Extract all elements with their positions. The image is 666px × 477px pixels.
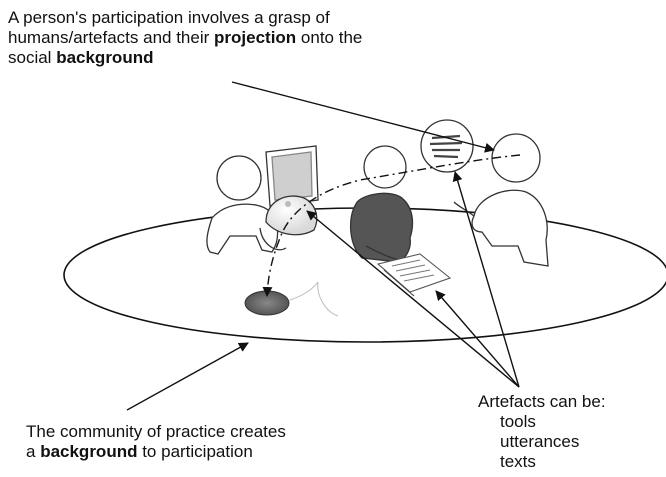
projection-path bbox=[262, 154, 521, 297]
top-caption-line2-post: onto the bbox=[296, 28, 363, 47]
person-middle-dark bbox=[350, 145, 414, 263]
bottom-caption: The community of practice creates a back… bbox=[26, 422, 286, 462]
bottom-caption-line2-pre: a bbox=[26, 442, 41, 461]
top-caption-line2-pre: humans/artefacts and their bbox=[8, 28, 215, 47]
computer-artefact bbox=[265, 145, 319, 207]
bottom-caption-background: background bbox=[40, 442, 138, 461]
arrow-artefacts-utterances bbox=[452, 171, 520, 388]
artefact-item-tools: tools bbox=[500, 412, 536, 431]
projection-shadow bbox=[244, 281, 339, 317]
paper-artefact bbox=[376, 253, 452, 297]
top-caption-line3-pre: social bbox=[8, 48, 57, 67]
top-caption-background: background bbox=[56, 48, 154, 67]
arrow-artefacts-texts bbox=[435, 290, 520, 388]
artefacts-caption: Artefacts can be: tools utterances texts bbox=[478, 392, 606, 472]
person-left bbox=[206, 155, 287, 255]
top-caption-line3: social background bbox=[8, 48, 362, 68]
top-caption-projection: projection bbox=[214, 28, 297, 47]
artefact-item-texts: texts bbox=[500, 452, 536, 471]
bottom-caption-line2: a background to participation bbox=[26, 442, 286, 462]
person-right bbox=[453, 133, 549, 267]
arrow-artefacts-tools bbox=[306, 210, 520, 388]
arrow-bottom-caption bbox=[126, 342, 249, 411]
top-caption-line1: A person's participation involves a gras… bbox=[8, 8, 330, 27]
top-caption: A person's participation involves a gras… bbox=[8, 8, 362, 68]
speech-bubble bbox=[420, 119, 474, 173]
bottom-caption-line1: The community of practice creates bbox=[26, 422, 286, 441]
top-caption-line2: humans/artefacts and their projection on… bbox=[8, 28, 362, 48]
artefact-item-utterances: utterances bbox=[500, 432, 580, 451]
artefacts-heading: Artefacts can be: bbox=[478, 392, 606, 411]
bottom-caption-line2-post: to participation bbox=[137, 442, 253, 461]
arrow-top-caption bbox=[231, 81, 495, 153]
